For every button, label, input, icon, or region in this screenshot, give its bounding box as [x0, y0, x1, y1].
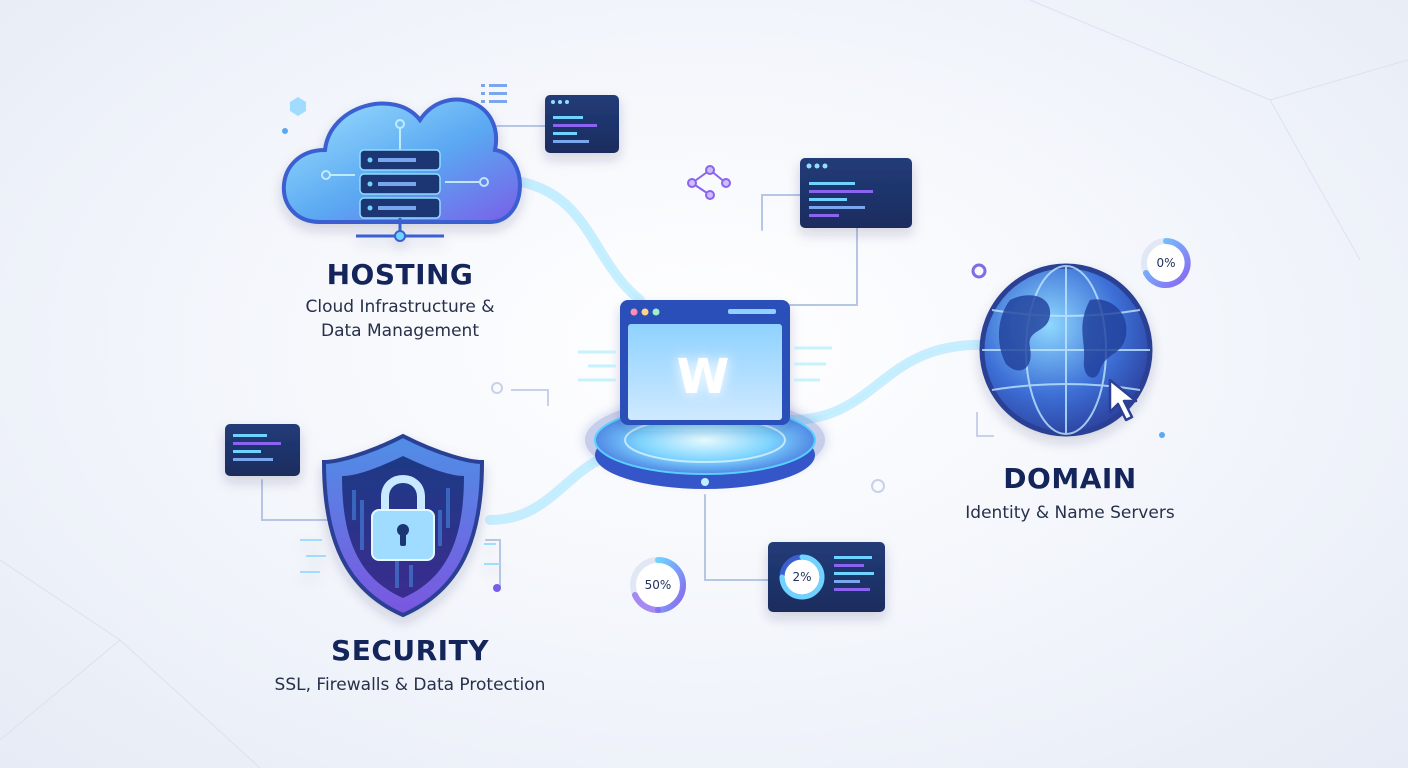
code-panel [545, 95, 619, 153]
code-panel [800, 158, 912, 228]
security-label: SECURITY SSL, Firewalls & Data Protectio… [240, 634, 580, 697]
domain-label: DOMAIN Identity & Name Servers [920, 462, 1220, 525]
domain-title: DOMAIN [1003, 462, 1137, 495]
decorations [282, 84, 1165, 592]
progress-gauge: 50% [630, 557, 686, 614]
gauge-label: 0% [1156, 256, 1175, 270]
security-title: SECURITY [331, 634, 489, 667]
globe-icon [979, 263, 1153, 437]
shield-lock-icon [300, 433, 500, 618]
hosting-label: HOSTING Cloud Infrastructure & Data Mana… [260, 258, 540, 343]
hosting-subtitle-line1: Cloud Infrastructure & [305, 297, 495, 317]
logo-letter: W [677, 349, 730, 405]
progress-gauge: 0% [1141, 238, 1191, 288]
card-gauge-label: 2% [792, 570, 811, 584]
network-node-icon [687, 165, 731, 200]
central-website-platform: W [578, 300, 832, 489]
domain-subtitle: Identity & Name Servers [965, 503, 1175, 523]
list-icon [481, 84, 507, 103]
security-subtitle: SSL, Firewalls & Data Protection [274, 675, 546, 695]
hosting-title: HOSTING [326, 258, 474, 291]
stats-card: 2% [768, 542, 885, 612]
cursor-icon [1108, 378, 1138, 422]
hosting-subtitle-line2: Data Management [321, 321, 479, 341]
connector-paths [261, 125, 995, 589]
gauge-label: 50% [645, 578, 672, 592]
browser-window-icon [620, 300, 790, 425]
cloud-server-icon [281, 97, 522, 242]
code-panel [225, 424, 300, 476]
